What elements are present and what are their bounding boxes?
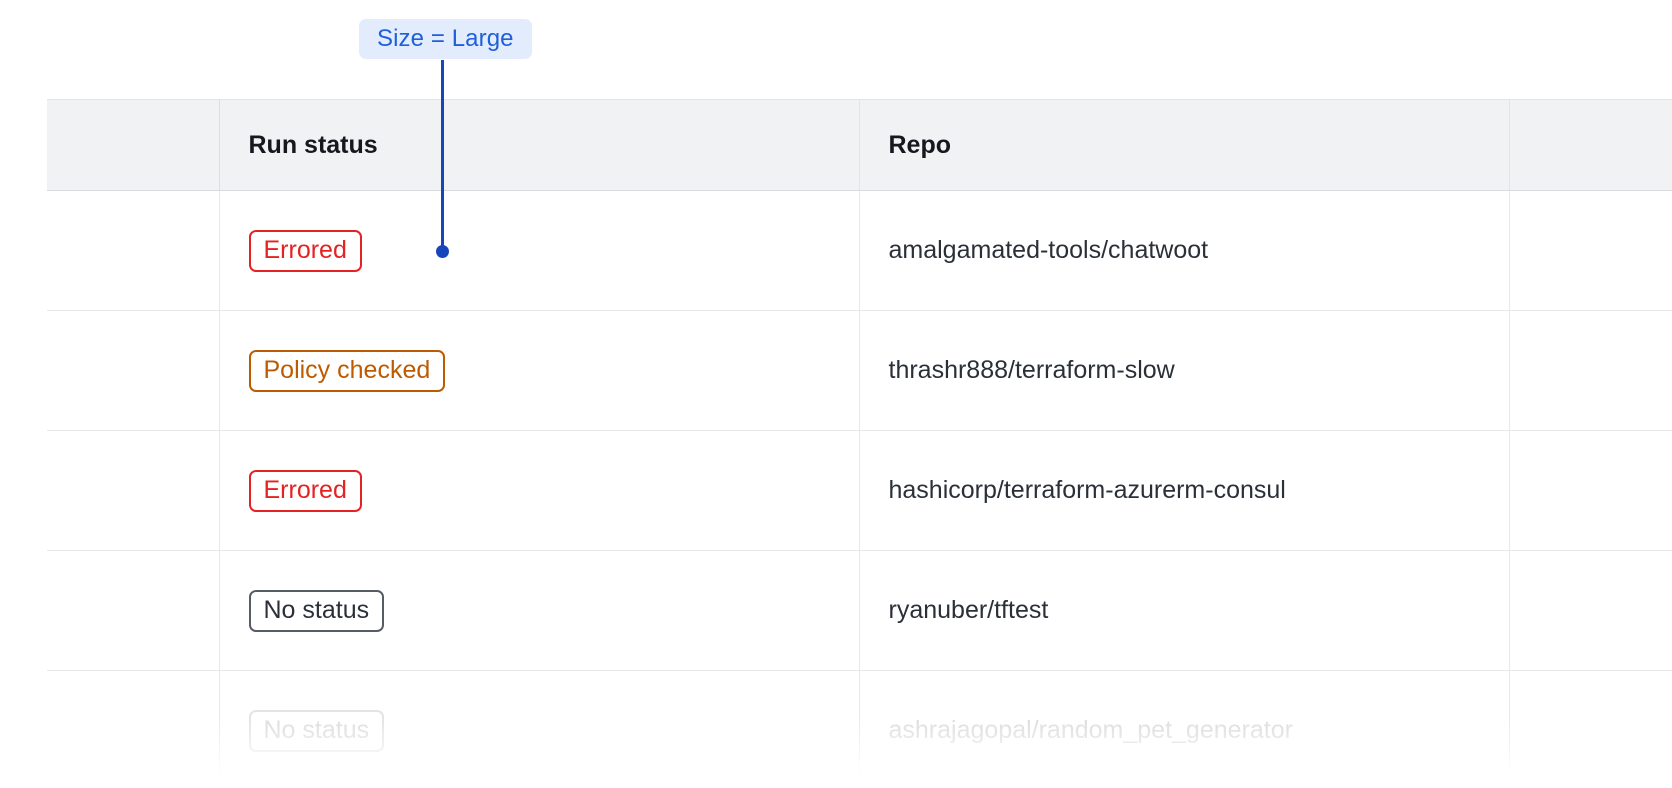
table-header: Run status Repo xyxy=(47,99,1672,191)
repo-cell[interactable]: ashrajagopal/random_pet_generator xyxy=(859,670,1510,788)
table-row[interactable]: Errored amalgamated-tools/chatwoot xyxy=(47,190,1672,311)
annotation-label-size: Size = Large xyxy=(359,19,532,59)
row-tail-cell xyxy=(1509,310,1672,431)
row-tail-cell xyxy=(1509,550,1672,671)
repo-cell[interactable]: thrashr888/terraform-slow xyxy=(859,310,1510,431)
column-header-tail xyxy=(1509,99,1672,191)
status-badge[interactable]: No status xyxy=(248,589,385,632)
status-badge[interactable]: Policy checked xyxy=(248,349,446,392)
column-header-run-status[interactable]: Run status xyxy=(219,99,860,191)
status-badge[interactable]: Errored xyxy=(248,469,362,512)
table-row[interactable]: Policy checked thrashr888/terraform-slow xyxy=(47,310,1672,431)
row-select-cell[interactable] xyxy=(47,670,220,788)
run-status-table: Run status Repo Errored amalgamated-tool… xyxy=(47,99,1672,788)
row-select-cell[interactable] xyxy=(47,550,220,671)
row-select-cell[interactable] xyxy=(47,310,220,431)
row-select-cell[interactable] xyxy=(47,190,220,311)
run-status-cell: Errored xyxy=(219,430,860,551)
annotation-leader-line xyxy=(441,60,444,252)
row-tail-cell xyxy=(1509,190,1672,311)
run-status-cell: Policy checked xyxy=(219,310,860,431)
run-status-cell: No status xyxy=(219,670,860,788)
status-badge[interactable]: Errored xyxy=(248,229,362,272)
repo-cell[interactable]: amalgamated-tools/chatwoot xyxy=(859,190,1510,311)
run-status-table-container: Run status Repo Errored amalgamated-tool… xyxy=(47,99,1672,788)
annotation-target-dot xyxy=(436,245,449,258)
row-tail-cell xyxy=(1509,430,1672,551)
column-header-select[interactable] xyxy=(47,99,220,191)
repo-cell[interactable]: hashicorp/terraform-azurerm-consul xyxy=(859,430,1510,551)
table-row[interactable]: No status ryanuber/tftest xyxy=(47,550,1672,671)
row-select-cell[interactable] xyxy=(47,430,220,551)
table-row[interactable]: Errored hashicorp/terraform-azurerm-cons… xyxy=(47,430,1672,551)
column-header-repo[interactable]: Repo xyxy=(859,99,1510,191)
table-row[interactable]: No status ashrajagopal/random_pet_genera… xyxy=(47,670,1672,788)
run-status-cell: Errored xyxy=(219,190,860,311)
table-header-row: Run status Repo xyxy=(47,99,1672,191)
row-tail-cell xyxy=(1509,670,1672,788)
table-body: Errored amalgamated-tools/chatwoot Polic… xyxy=(47,190,1672,788)
repo-cell[interactable]: ryanuber/tftest xyxy=(859,550,1510,671)
run-status-cell: No status xyxy=(219,550,860,671)
status-badge[interactable]: No status xyxy=(248,709,385,752)
